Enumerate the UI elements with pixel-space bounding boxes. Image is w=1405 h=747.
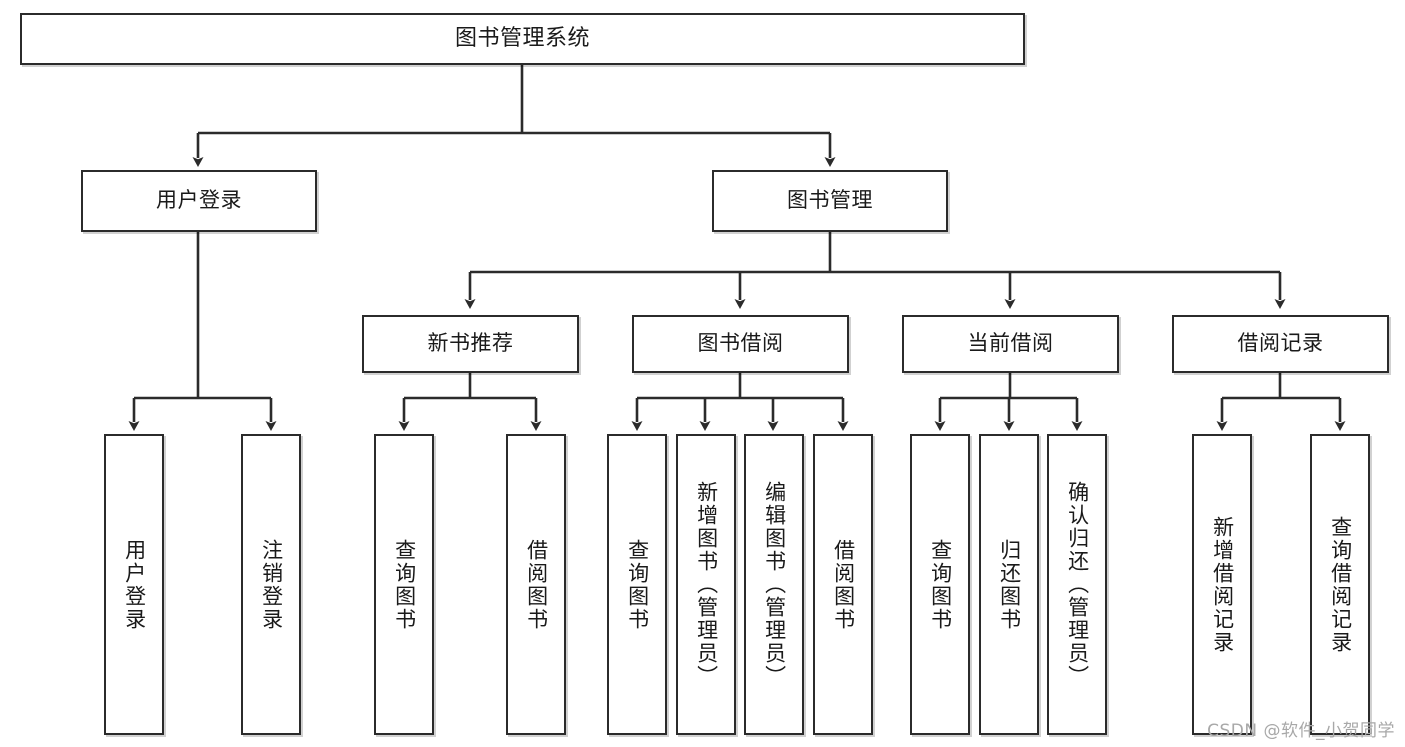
- node-label: 新增图书（管理员）: [694, 481, 719, 688]
- node-leaf-add-book-admin[interactable]: 新增图书（管理员）: [676, 434, 736, 735]
- node-label: 用户登录: [156, 188, 242, 213]
- node-leaf-confirm-return-admin[interactable]: 确认归还（管理员）: [1047, 434, 1107, 735]
- node-label: 图书借阅: [697, 331, 784, 356]
- node-label: 用户登录: [122, 538, 147, 631]
- node-leaf-query-books-current[interactable]: 查询图书: [910, 434, 970, 735]
- node-label: 借阅图书: [831, 538, 856, 631]
- node-label: 查询借阅记录: [1328, 515, 1353, 654]
- node-leaf-borrow-books-borrowing[interactable]: 借阅图书: [813, 434, 873, 735]
- node-root-book-management-system[interactable]: 图书管理系统: [20, 13, 1025, 65]
- node-label: 借阅图书: [524, 538, 549, 631]
- node-current-borrowing[interactable]: 当前借阅: [902, 315, 1119, 373]
- watermark-text: CSDN @软件_小贺同学: [1207, 721, 1395, 741]
- node-leaf-borrow-books-recommendation[interactable]: 借阅图书: [506, 434, 566, 735]
- node-book-management[interactable]: 图书管理: [712, 170, 948, 232]
- node-leaf-query-borrowing-record[interactable]: 查询借阅记录: [1310, 434, 1370, 735]
- node-leaf-edit-book-admin[interactable]: 编辑图书（管理员）: [744, 434, 804, 735]
- node-label: 借阅记录: [1237, 331, 1324, 356]
- node-label: 查询图书: [928, 538, 953, 631]
- node-label: 查询图书: [625, 538, 650, 631]
- node-label: 注销登录: [259, 538, 284, 631]
- node-label: 查询图书: [392, 538, 417, 631]
- node-label: 图书管理系统: [454, 25, 590, 51]
- node-label: 编辑图书（管理员）: [762, 481, 787, 688]
- node-label: 归还图书: [997, 538, 1022, 631]
- node-label: 图书管理: [787, 188, 873, 213]
- node-leaf-user-login[interactable]: 用户登录: [104, 434, 164, 735]
- node-leaf-return-books[interactable]: 归还图书: [979, 434, 1039, 735]
- node-leaf-query-books-borrowing[interactable]: 查询图书: [607, 434, 667, 735]
- node-leaf-logout[interactable]: 注销登录: [241, 434, 301, 735]
- node-label: 当前借阅: [967, 331, 1054, 356]
- node-label: 新增借阅记录: [1210, 515, 1235, 654]
- node-leaf-add-borrowing-record[interactable]: 新增借阅记录: [1192, 434, 1252, 735]
- node-leaf-query-books-recommendation[interactable]: 查询图书: [374, 434, 434, 735]
- node-new-book-recommendation[interactable]: 新书推荐: [362, 315, 579, 373]
- node-label: 新书推荐: [427, 331, 514, 356]
- node-user-login[interactable]: 用户登录: [81, 170, 317, 232]
- node-borrowing-records[interactable]: 借阅记录: [1172, 315, 1389, 373]
- node-book-borrowing[interactable]: 图书借阅: [632, 315, 849, 373]
- node-label: 确认归还（管理员）: [1065, 481, 1090, 688]
